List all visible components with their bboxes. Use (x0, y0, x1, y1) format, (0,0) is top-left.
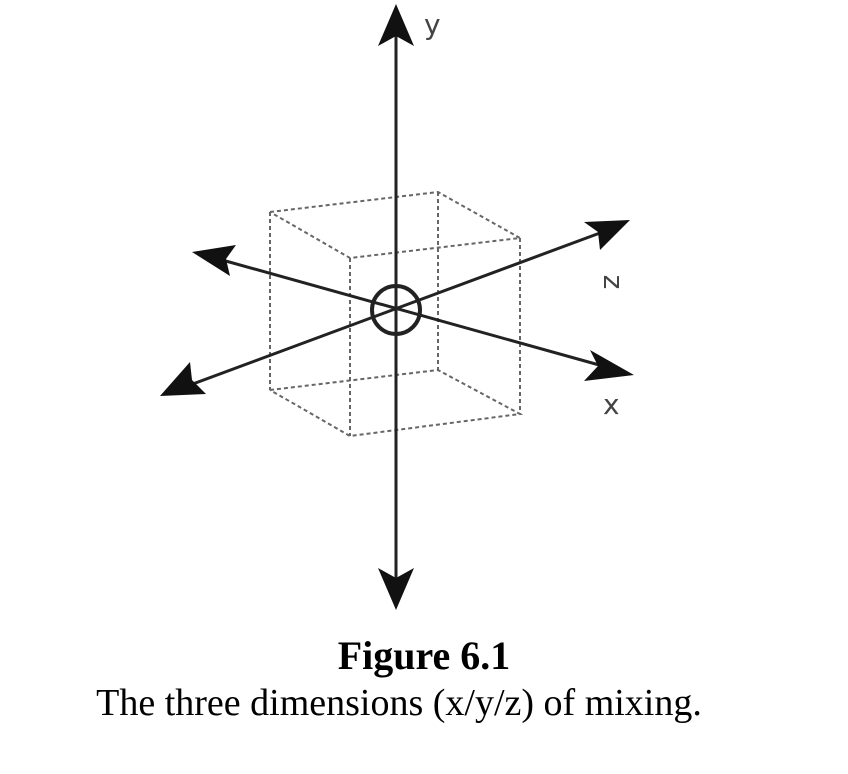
arrowhead-y-up (378, 4, 414, 46)
z-axis-label: z (597, 275, 630, 290)
y-axis-label: y (424, 8, 441, 41)
figure-caption: Figure 6.1 The three dimensions (x/y/z) … (0, 632, 848, 726)
caption-title: Figure 6.1 (337, 633, 511, 678)
x-axis-line (214, 256, 611, 370)
arrowhead-x-lower-right (584, 350, 634, 381)
arrowhead-z-upper-right (584, 220, 630, 250)
cube-top-face (269, 190, 524, 260)
z-axis-line (181, 228, 609, 390)
arrowhead-x-upper-left (192, 245, 236, 276)
origin-circle (370, 284, 422, 336)
dashed-cube (269, 190, 524, 438)
three-dimensions-diagram: y z x (160, 4, 634, 610)
axes (181, 35, 611, 590)
arrowhead-z-lower-left (160, 362, 206, 396)
caption-text: The three dimensions (x/y/z) of mixing. (96, 682, 702, 724)
arrowheads (160, 4, 634, 610)
x-axis-label: x (603, 388, 620, 421)
arrowhead-y-down (378, 568, 414, 610)
